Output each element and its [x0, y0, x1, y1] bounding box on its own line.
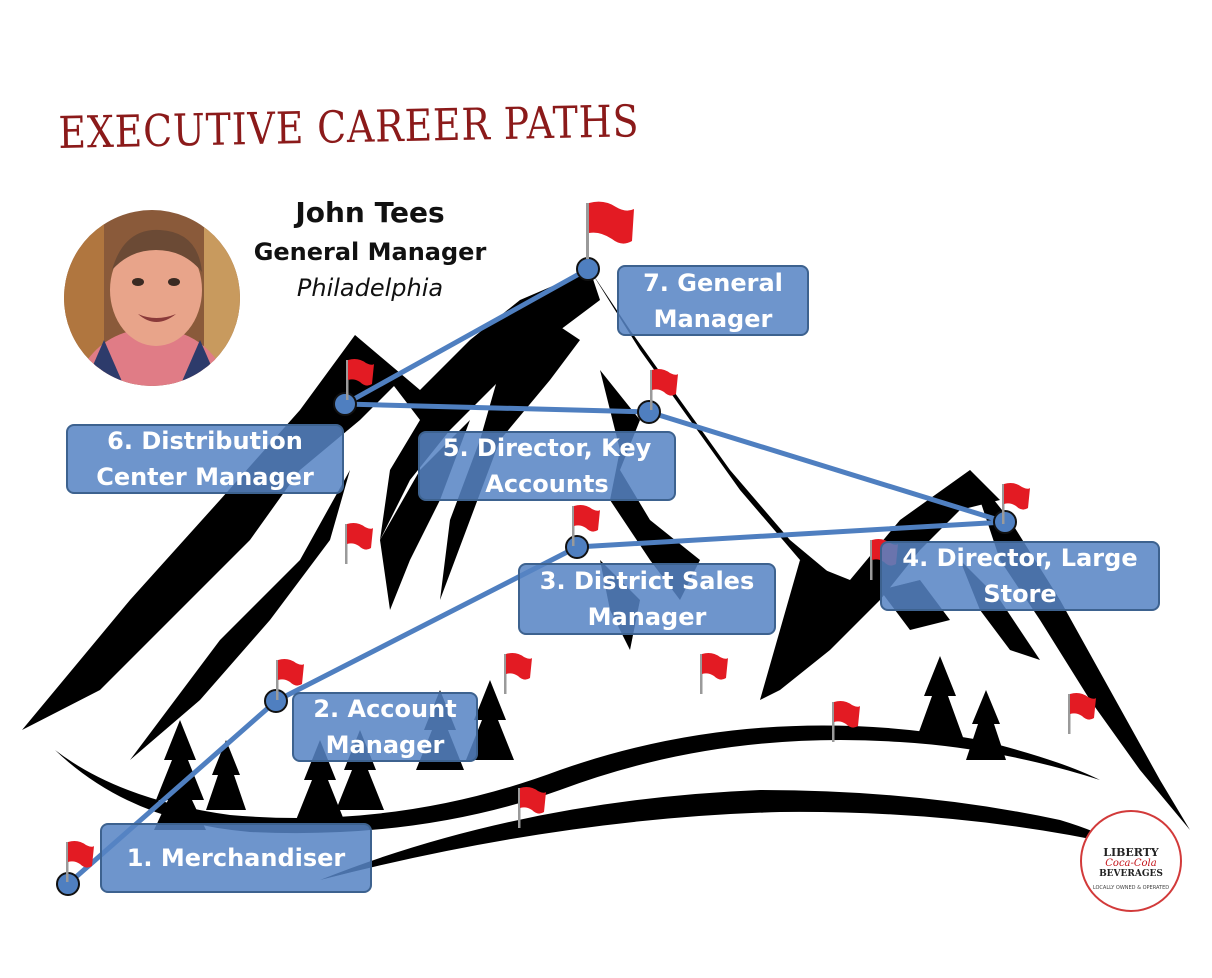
- pine-tree-icon: [296, 740, 344, 820]
- flag-icon: [586, 201, 634, 259]
- step-district-sales-manager: 3. District Sales Manager: [518, 563, 776, 635]
- logo-line-2: Coca-Cola: [1105, 858, 1157, 869]
- pine-tree-icon: [466, 680, 514, 760]
- pine-tree-icon: [336, 730, 384, 810]
- step-account-manager: 2. Account Manager: [292, 692, 478, 762]
- step-distribution-center-manager: 6. Distribution Center Manager: [66, 424, 344, 494]
- node-dot-icon: [565, 535, 589, 559]
- logo-line-1: LIBERTY: [1103, 846, 1159, 859]
- pine-tree-icon: [916, 656, 964, 740]
- node-dot-icon: [576, 257, 600, 281]
- liberty-coca-cola-logo: LIBERTY Coca-Cola BEVERAGES LOCALLY OWNE…: [1080, 810, 1182, 912]
- step-merchandiser: 1. Merchandiser: [100, 823, 372, 893]
- step-general-manager: 7. General Manager: [617, 265, 809, 336]
- logo-line-3: BEVERAGES: [1099, 869, 1163, 879]
- person-name: John Tees: [295, 196, 445, 229]
- node-dot-icon: [993, 510, 1017, 534]
- logo-line-4: LOCALLY OWNED & OPERATED: [1092, 885, 1170, 891]
- pine-tree-icon: [966, 690, 1006, 760]
- pine-tree-icon: [206, 740, 246, 810]
- flag-icon: [504, 653, 532, 694]
- step-director-large-store: 4. Director, Large Store: [880, 541, 1160, 611]
- flag-icon: [1068, 693, 1096, 734]
- node-dot-icon: [637, 400, 661, 424]
- pine-trees: [154, 656, 1006, 830]
- person-location: Philadelphia: [296, 274, 444, 302]
- person-role: General Manager: [253, 238, 487, 266]
- path-nodes: [56, 257, 1017, 896]
- flag-icon: [700, 653, 728, 694]
- pine-tree-icon: [154, 720, 206, 830]
- flag-icon: [345, 523, 373, 564]
- node-dot-icon: [333, 392, 357, 416]
- step-director-key-accounts: 5. Director, Key Accounts: [418, 431, 676, 501]
